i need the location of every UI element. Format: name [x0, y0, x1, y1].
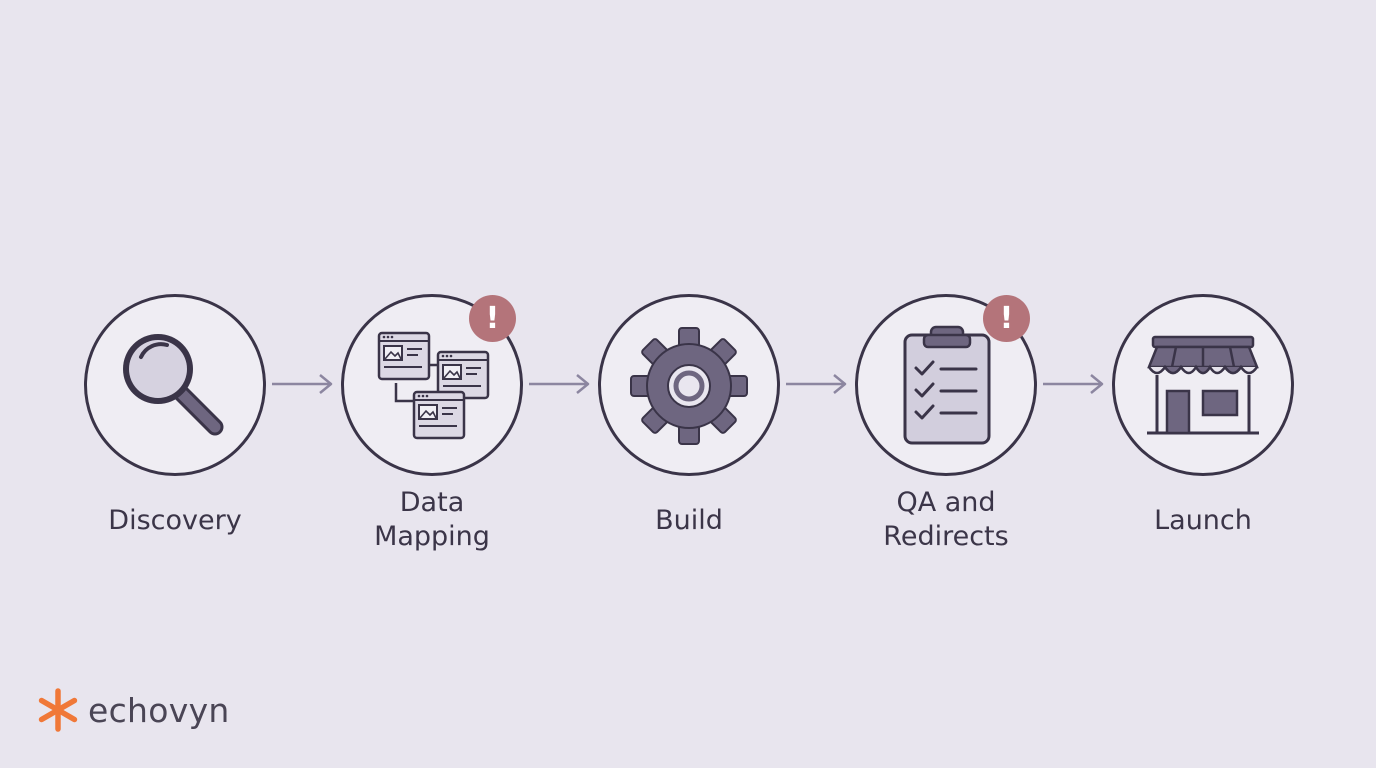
magnifier-icon	[123, 334, 224, 436]
brand-logo: echovyn	[36, 686, 230, 734]
arrow-right-icon	[1043, 374, 1104, 394]
alert-badge: !	[983, 295, 1030, 342]
step-circle	[1112, 294, 1294, 476]
step-label: Data Mapping	[374, 487, 490, 552]
step-label: Build	[655, 505, 723, 536]
step-circle	[598, 294, 780, 476]
arrow-right-icon	[786, 374, 847, 394]
asterisk-logo-icon	[38, 688, 78, 732]
storefront-icon	[1147, 335, 1259, 435]
linked-windows-icon	[377, 331, 490, 440]
step-label: QA and Redirects	[883, 487, 1009, 552]
step-circle	[341, 294, 523, 476]
alert-badge: !	[469, 295, 516, 342]
step-label: Launch	[1154, 505, 1252, 536]
arrow-right-icon	[529, 374, 590, 394]
arrow-right-icon	[272, 374, 333, 394]
step-label: Discovery	[108, 505, 242, 536]
step-circle	[84, 294, 266, 476]
brand-name: echovyn	[88, 690, 230, 730]
clipboard-checklist-icon	[903, 325, 991, 445]
gear-icon	[630, 327, 748, 445]
